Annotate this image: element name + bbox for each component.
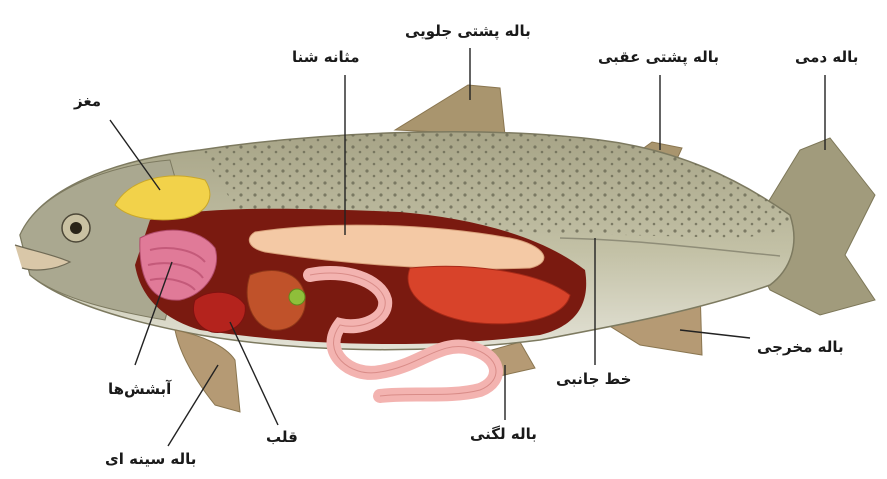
label-brain: مغز — [74, 92, 101, 110]
label-gills: آبشش‌ها — [108, 380, 171, 398]
gall-bladder — [289, 289, 305, 305]
label-caudal-fin: باله دمی — [795, 48, 858, 66]
front-dorsal-fin-shape — [395, 85, 505, 135]
label-rear-dorsal-fin: باله پشتی عقبی — [598, 48, 719, 66]
label-heart: قلب — [266, 428, 298, 446]
pectoral-fin-shape — [175, 330, 240, 412]
pupil — [70, 222, 82, 234]
label-lateral-line: خط جانبی — [556, 370, 631, 388]
leader-pectoral-fin — [168, 365, 218, 446]
label-anal-fin: باله مخرجی — [757, 338, 844, 356]
label-pectoral-fin: باله سینه ای — [105, 450, 196, 468]
label-front-dorsal-fin: باله پشتی جلویی — [405, 22, 531, 40]
label-swim-bladder: مثانه شنا — [292, 48, 360, 66]
label-pelvic-fin: باله لگنی — [470, 425, 537, 443]
